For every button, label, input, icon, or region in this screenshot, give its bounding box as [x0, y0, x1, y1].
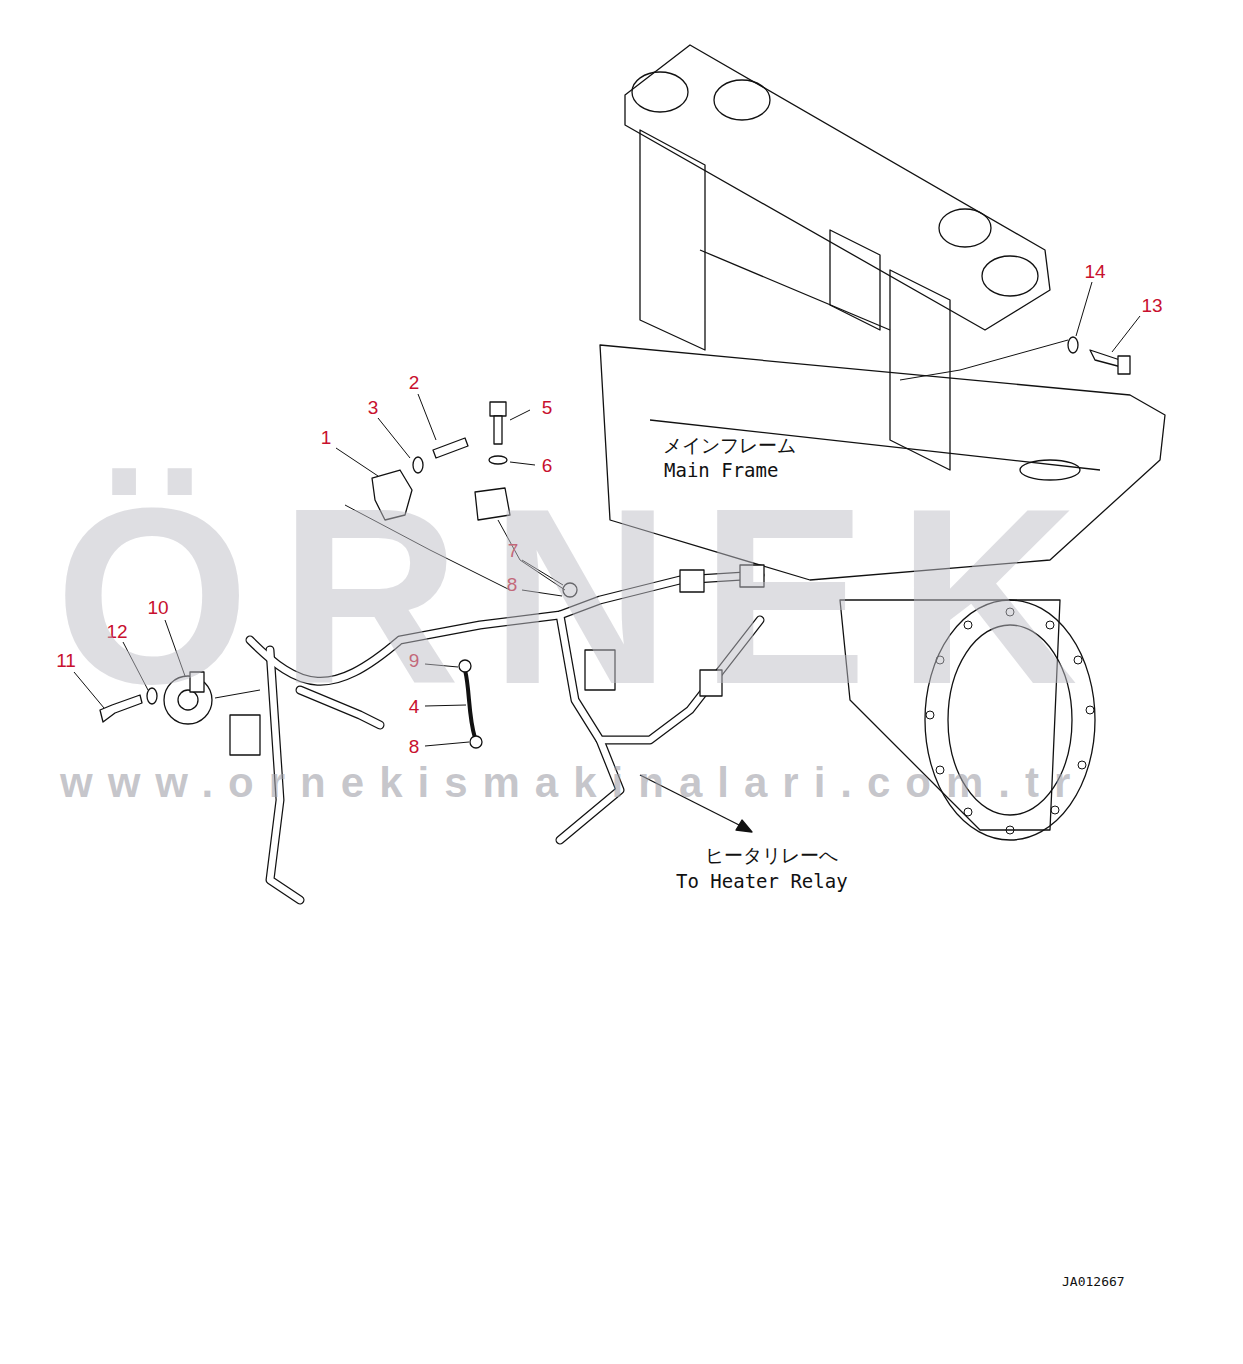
watermark-logo: ÖRNEK	[55, 472, 1108, 722]
flange-hole	[632, 72, 688, 112]
flange-hole	[714, 80, 770, 120]
heater-relay-label: To Heater Relay	[676, 872, 848, 891]
callout-number: 14	[1084, 262, 1105, 281]
drawing-number: JA012667	[1062, 1275, 1125, 1288]
heater-relay-label-ja: ヒータリレーへ	[705, 846, 838, 865]
callout-number: 8	[409, 737, 420, 756]
bolt-head	[1118, 356, 1130, 374]
callout-number: 13	[1141, 296, 1162, 315]
flange-hole	[982, 256, 1038, 296]
frame-leg	[890, 270, 950, 470]
washer	[1068, 337, 1078, 353]
callout-number: 5	[542, 398, 553, 417]
flange-hole	[939, 209, 991, 247]
bolt-shank	[494, 416, 502, 444]
callout-number: 2	[409, 373, 420, 392]
frame-label-ja: メインフレーム	[663, 436, 796, 455]
callout-number: 3	[368, 398, 379, 417]
washer	[489, 456, 507, 464]
arrowhead	[736, 820, 752, 832]
callout-number: 1	[321, 428, 332, 447]
washer	[413, 457, 423, 473]
frame-edge	[700, 250, 890, 330]
bolt-head	[490, 402, 506, 416]
bolt	[433, 438, 468, 458]
terminal	[470, 736, 482, 748]
frame-leg	[640, 130, 705, 350]
frame-beam	[625, 45, 1050, 330]
watermark-url: www.ornekismakinalari.com.tr	[60, 762, 1085, 804]
